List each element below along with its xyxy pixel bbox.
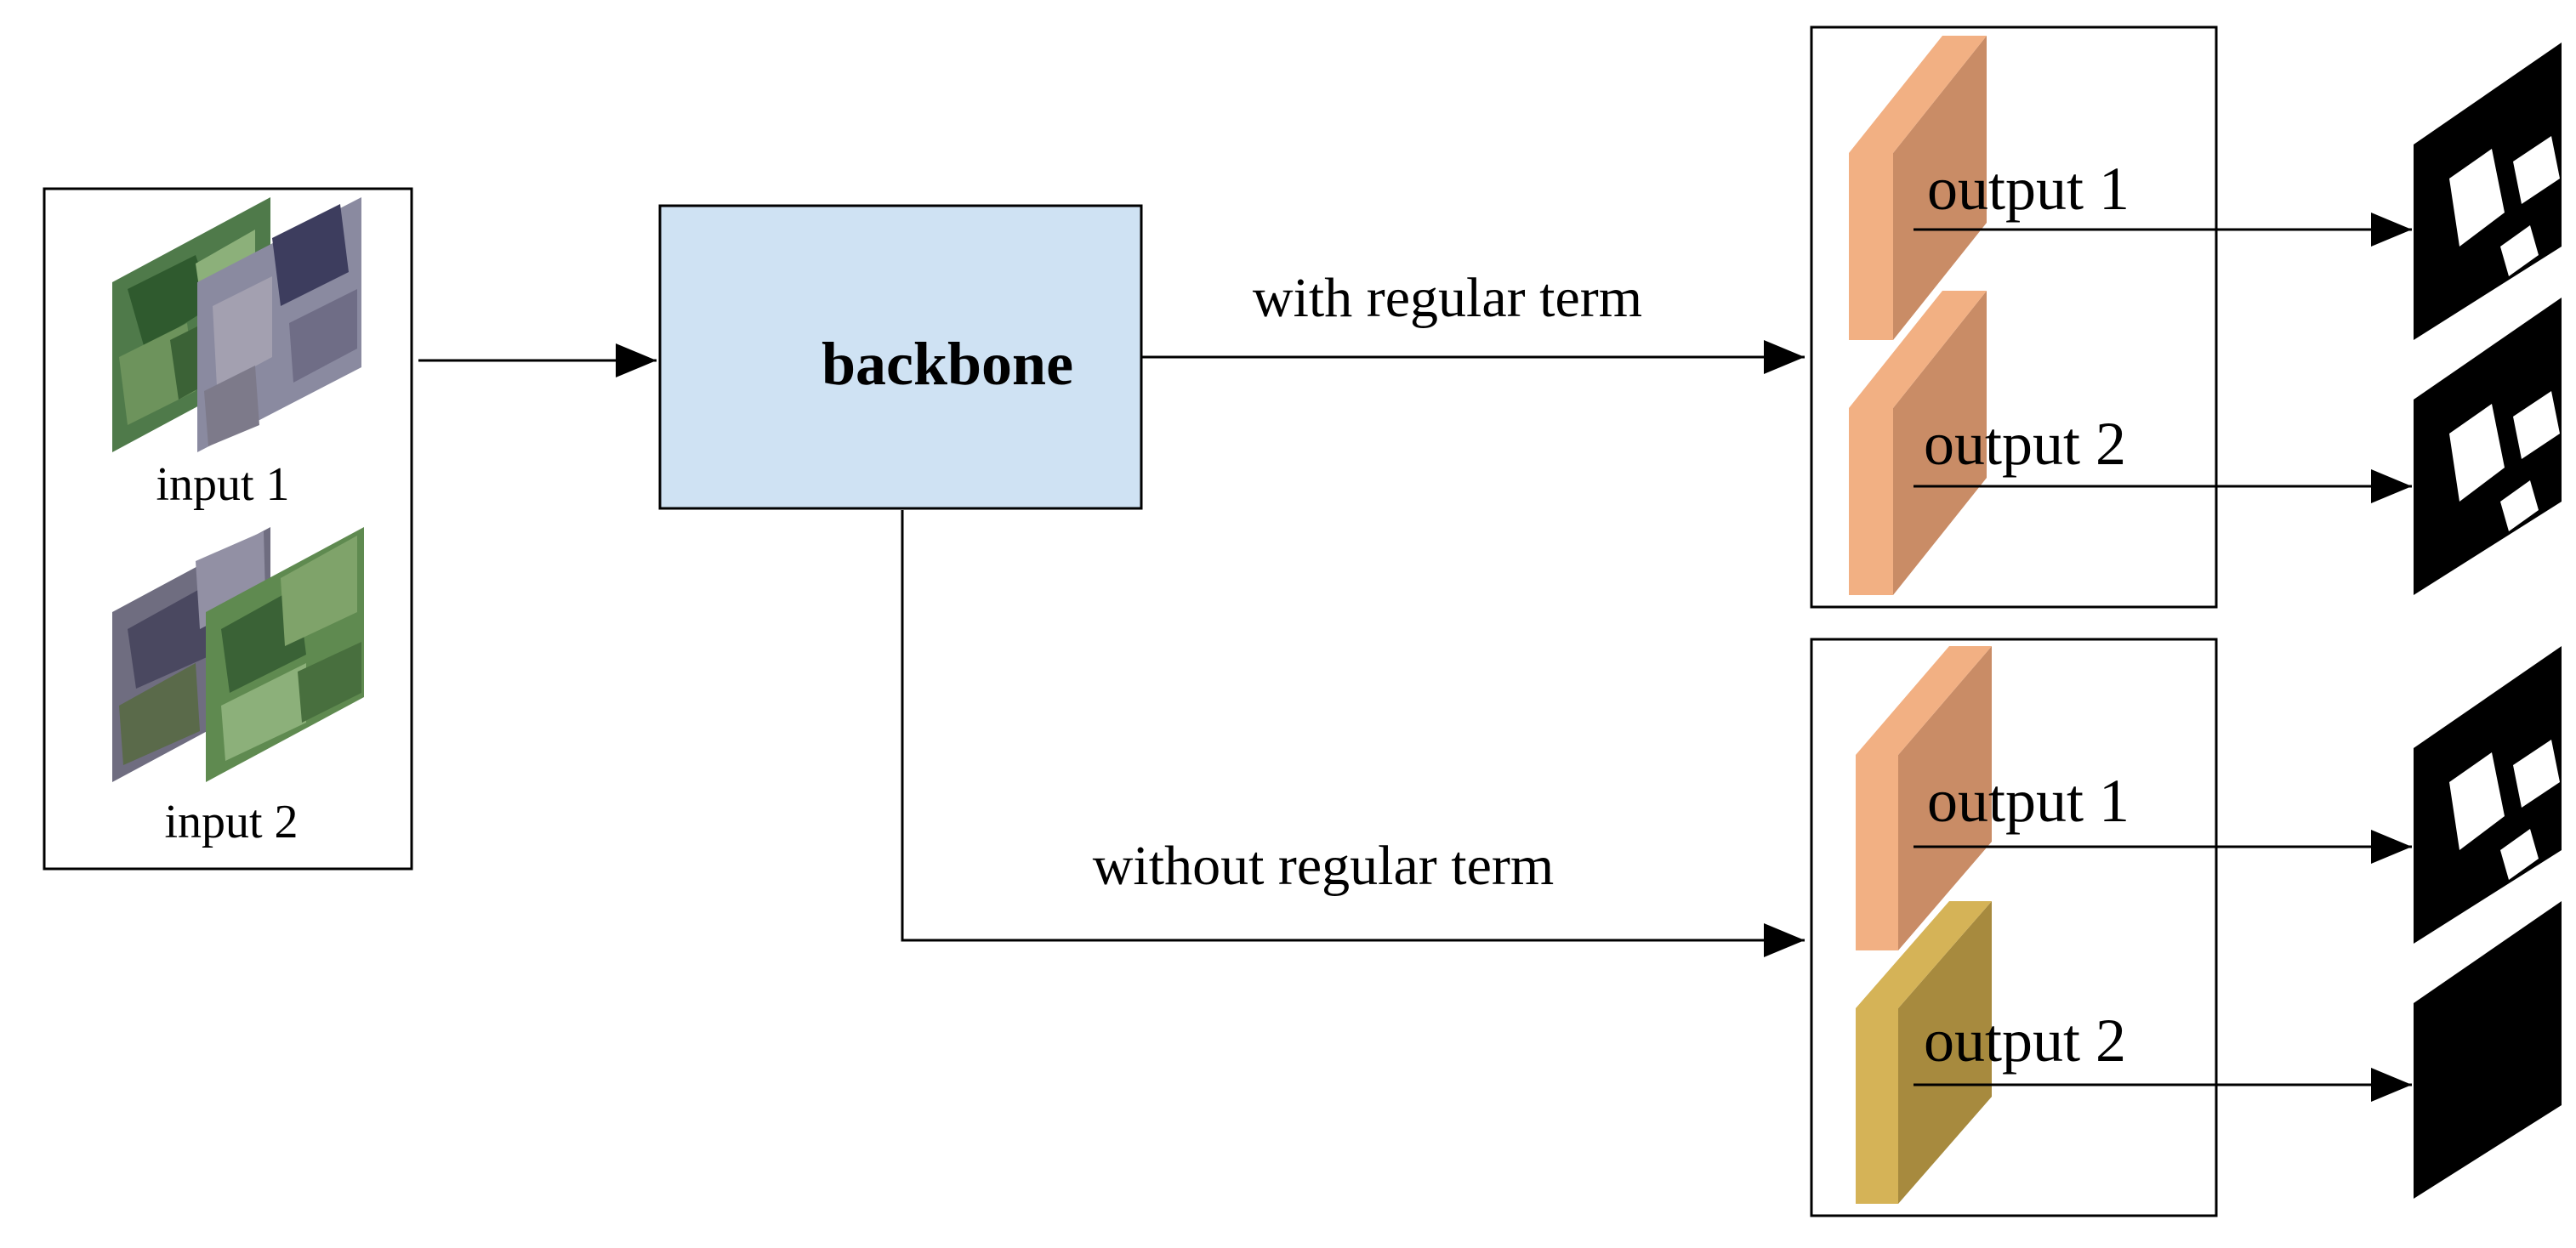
mask-bottom-output1 — [2414, 646, 2562, 944]
top-output-group: output 1 output 2 — [1810, 26, 2218, 609]
input1-image-pair — [112, 197, 361, 452]
input2-image-b — [206, 527, 364, 782]
top-output2-label: output 2 — [1924, 410, 2126, 478]
input-panel: input 1 input 2 — [43, 187, 413, 871]
top-output1-label: output 1 — [1927, 155, 2130, 223]
bottom-branch-label: without regular term — [1093, 835, 1555, 897]
backbone-box — [658, 204, 1143, 510]
input1-label: input 1 — [156, 458, 289, 511]
input2-image-pair — [112, 527, 364, 782]
input2-label: input 2 — [164, 796, 298, 848]
top-branch-label: with regular term — [1253, 267, 1642, 329]
mask-bottom-output2 — [2414, 901, 2562, 1199]
bottom-output2-label: output 2 — [1924, 1007, 2126, 1075]
top-output2-block — [1849, 291, 1987, 595]
bottom-output1-label: output 1 — [1927, 767, 2130, 835]
input1-image-b — [197, 197, 361, 452]
bottom-output2-block — [1856, 901, 1992, 1204]
top-output1-block — [1849, 36, 1987, 340]
backbone-label: backbone — [822, 330, 1073, 398]
bottom-output1-block — [1856, 646, 1992, 950]
mask-top-output2 — [2414, 298, 2562, 595]
backbone-block: backbone — [658, 204, 1143, 510]
arrow-backbone-to-bottom-group — [901, 510, 1805, 957]
bottom-output-group: output 1 output 2 — [1810, 638, 2218, 1217]
mask-top-output1 — [2414, 43, 2562, 340]
